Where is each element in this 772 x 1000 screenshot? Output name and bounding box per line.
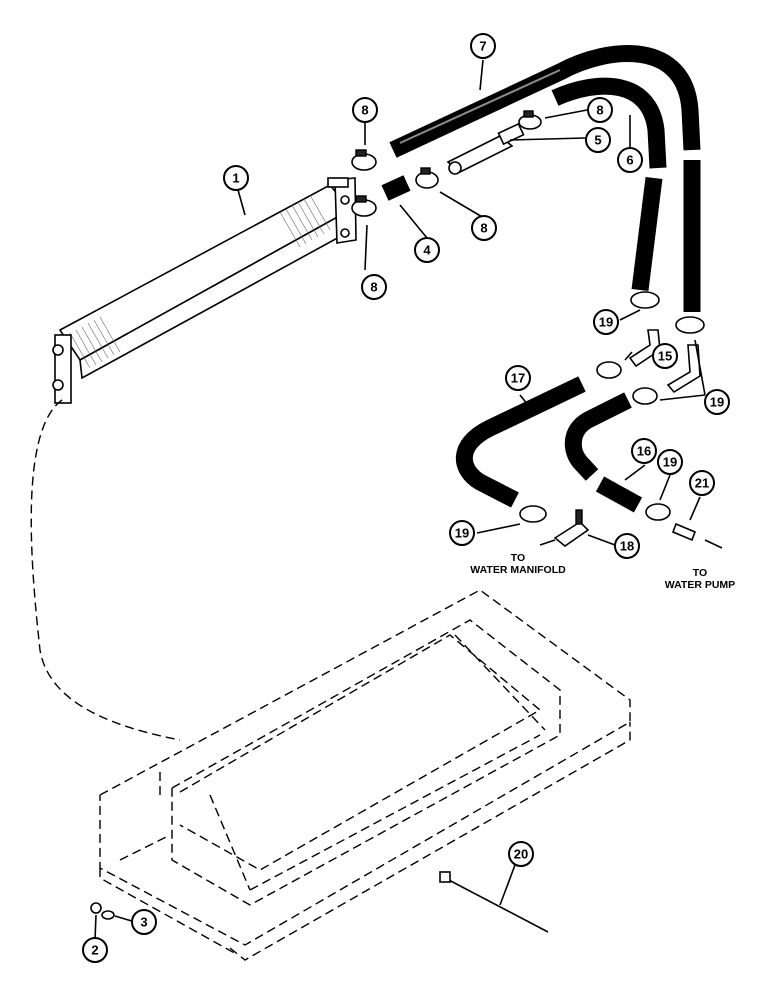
hose-clamp <box>675 316 705 334</box>
svg-text:21: 21 <box>695 476 709 491</box>
svg-text:1: 1 <box>232 171 239 186</box>
hose-16 <box>595 476 643 513</box>
callout-5: 5 <box>585 127 611 153</box>
screw-2 <box>90 902 102 914</box>
callout-19-right: 19 <box>704 389 730 415</box>
to-water-manifold-label: TO WATER MANIFOLD <box>470 552 566 576</box>
elbow-15 <box>628 329 701 394</box>
svg-text:8: 8 <box>361 103 368 118</box>
callout-8-top: 8 <box>352 97 378 123</box>
hose-7 <box>389 45 701 312</box>
svg-text:19: 19 <box>599 315 613 330</box>
callout-16: 16 <box>631 438 657 464</box>
hose-clamp <box>351 195 377 217</box>
heater-core-fins <box>69 194 331 369</box>
svg-text:8: 8 <box>370 280 377 295</box>
svg-text:17: 17 <box>511 371 525 386</box>
svg-text:19: 19 <box>455 526 469 541</box>
svg-text:18: 18 <box>620 539 634 554</box>
hose-clamp <box>632 387 658 405</box>
callout-1: 1 <box>223 165 249 191</box>
svg-text:19: 19 <box>663 455 677 470</box>
hose-4 <box>381 175 411 201</box>
callout-21: 21 <box>689 470 715 496</box>
svg-text:19: 19 <box>710 395 724 410</box>
svg-text:WATER PUMP: WATER PUMP <box>665 579 735 591</box>
svg-text:5: 5 <box>594 133 601 148</box>
svg-text:TO: TO <box>511 552 525 564</box>
callout-19-upper-left: 19 <box>593 309 619 335</box>
svg-text:20: 20 <box>514 847 528 862</box>
hose-clamp <box>415 167 439 189</box>
callout-6: 6 <box>617 147 643 173</box>
svg-text:7: 7 <box>479 39 486 54</box>
hose-6 <box>551 77 667 292</box>
washer-3 <box>101 910 115 920</box>
callout-15: 15 <box>652 343 678 369</box>
hose-clamp <box>645 503 671 521</box>
callout-3: 3 <box>131 909 157 935</box>
heater-core-outlet-pipe <box>327 177 349 188</box>
hose-return <box>564 392 632 481</box>
callout-4: 4 <box>414 237 440 263</box>
hose-clamp <box>519 505 547 523</box>
fitting-21 <box>671 522 697 542</box>
drain-valve-18 <box>553 509 590 547</box>
hose-clamp <box>518 110 542 130</box>
svg-text:8: 8 <box>596 103 603 118</box>
leader-lines <box>94 59 723 941</box>
assembly-guide-line <box>30 399 181 741</box>
callout-8-bottom: 8 <box>361 274 387 300</box>
hose-clamp <box>351 149 377 171</box>
callout-7: 7 <box>470 33 496 59</box>
svg-text:TO: TO <box>693 567 707 579</box>
callout-19-lower-left: 19 <box>449 520 475 546</box>
to-water-pump-label: TO WATER PUMP <box>665 567 735 591</box>
svg-text:3: 3 <box>140 915 147 930</box>
callout-17: 17 <box>505 365 531 391</box>
callout-2: 2 <box>82 937 108 963</box>
callout-20: 20 <box>508 841 534 867</box>
heater-core <box>52 177 357 404</box>
valve-5 <box>446 122 525 175</box>
callout-18: 18 <box>614 533 640 559</box>
heater-housing <box>99 589 631 961</box>
hose-17 <box>455 376 586 508</box>
svg-text:4: 4 <box>423 243 431 258</box>
cable-tie-20 <box>439 871 549 933</box>
svg-text:WATER MANIFOLD: WATER MANIFOLD <box>470 564 566 576</box>
callout-8-middle: 8 <box>471 215 497 241</box>
svg-text:8: 8 <box>480 221 487 236</box>
hose-clamp <box>596 361 622 379</box>
svg-text:6: 6 <box>626 153 633 168</box>
callout-8-right-hose: 8 <box>587 97 613 123</box>
hose-clamp <box>630 291 660 309</box>
svg-text:15: 15 <box>658 349 672 364</box>
svg-text:16: 16 <box>637 444 651 459</box>
callout-19-lower-right: 19 <box>657 449 683 475</box>
svg-text:2: 2 <box>91 943 98 958</box>
